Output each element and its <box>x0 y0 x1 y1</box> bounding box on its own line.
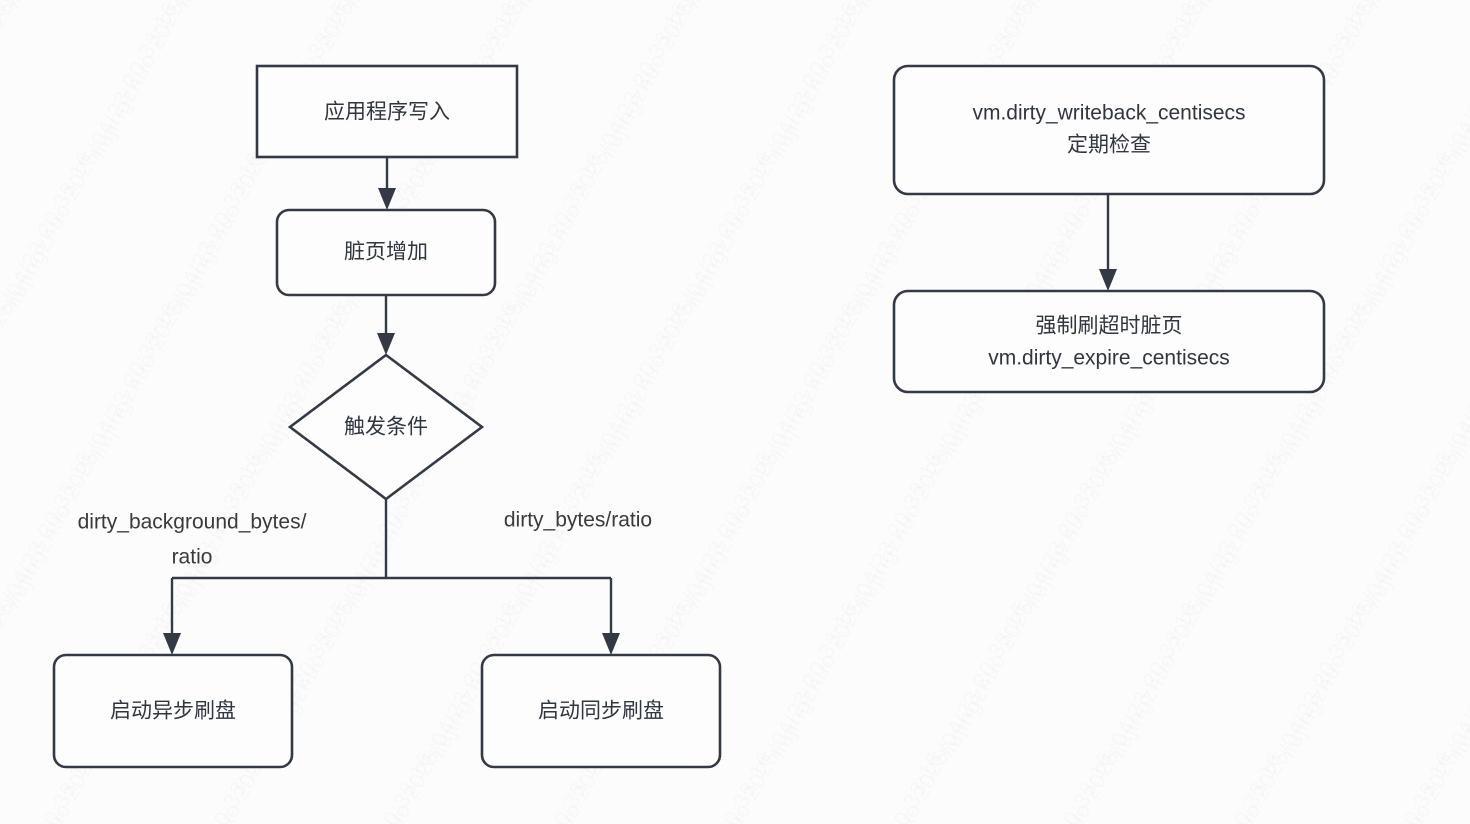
node-trigger-condition[interactable]: 触发条件 <box>287 353 485 501</box>
node-async-flush-label: 启动异步刷盘 <box>110 700 236 723</box>
node-writeback-check-label-line2: 定期检查 <box>1067 134 1151 157</box>
edge-label-async-branch-line2: ratio <box>172 546 213 569</box>
arrow-head-icon <box>1099 269 1117 291</box>
node-dirty-increase[interactable]: 脏页增加 <box>275 208 497 297</box>
node-sync-flush-label: 启动同步刷盘 <box>538 700 664 723</box>
node-dirty-increase-label: 脏页增加 <box>344 241 428 264</box>
edge-writeback-check-to-expire-flush <box>1099 194 1117 291</box>
node-expire-flush-label-line1: 强制刷超时脏页 <box>1036 315 1183 338</box>
edge-label-sync-branch: dirty_bytes/ratio <box>504 509 652 532</box>
node-expire-flush[interactable]: 强制刷超时脏页 vm.dirty_expire_centisecs <box>892 289 1326 394</box>
node-sync-flush-shape <box>480 653 722 769</box>
edge-label-sync-branch-line1: dirty_bytes/ratio <box>504 509 652 532</box>
arrow-head-icon <box>163 633 181 655</box>
edge-label-async-branch-line1: dirty_background_bytes/ <box>78 511 307 534</box>
node-async-flush-shape <box>52 653 294 769</box>
arrow-head-icon <box>377 333 395 355</box>
node-sync-flush[interactable]: 启动同步刷盘 <box>480 653 722 769</box>
edge-trigger-split-bus <box>172 499 611 580</box>
edge-label-async-branch: dirty_background_bytes/ ratio <box>78 511 307 569</box>
node-async-flush[interactable]: 启动异步刷盘 <box>52 653 294 769</box>
arrow-head-icon <box>602 633 620 655</box>
node-writeback-check[interactable]: vm.dirty_writeback_centisecs 定期检查 <box>892 64 1326 196</box>
node-trigger-condition-label: 触发条件 <box>344 416 428 439</box>
node-writeback-check-label-line1: vm.dirty_writeback_centisecs <box>972 102 1245 125</box>
node-expire-flush-shape <box>892 289 1326 394</box>
edge-app-write-to-dirty-increase <box>378 157 396 210</box>
node-app-write-shape <box>255 64 519 159</box>
edge-trigger-to-async-flush <box>163 578 181 655</box>
edge-trigger-to-sync-flush <box>602 578 620 655</box>
edge-dirty-increase-to-trigger <box>377 295 395 355</box>
node-expire-flush-label-line2: vm.dirty_expire_centisecs <box>988 347 1230 370</box>
node-writeback-check-shape <box>892 64 1326 196</box>
arrow-head-icon <box>378 188 396 210</box>
node-app-write[interactable]: 应用程序写入 <box>255 64 519 159</box>
node-app-write-label: 应用程序写入 <box>324 101 450 124</box>
